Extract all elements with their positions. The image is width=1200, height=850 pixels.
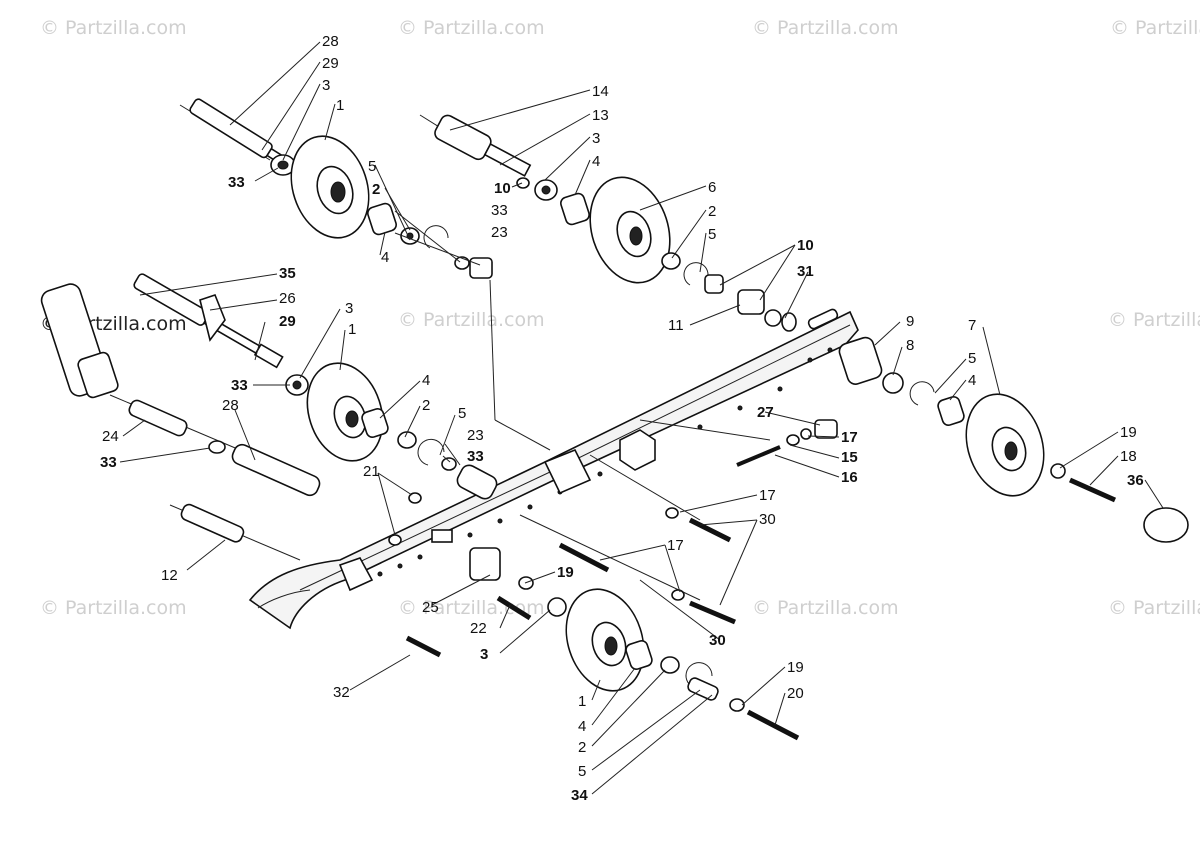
callout-label: 29 (322, 55, 339, 72)
callout-label: 26 (279, 290, 296, 307)
callout-label: 30 (709, 632, 726, 649)
callout-label: 3 (322, 77, 330, 94)
callout-label: 13 (592, 107, 609, 124)
watermark: © Partzilla.com (40, 597, 187, 619)
watermark: © Partzilla.com (1108, 309, 1200, 331)
callout-numbers: 28 29 3 1 33 14 13 3 4 10 5 2 33 23 4 6 … (100, 33, 1144, 804)
callout-label: 3 (345, 300, 353, 317)
callout-label: 21 (363, 463, 380, 480)
callout-label: 30 (759, 511, 776, 528)
callout-label: 4 (422, 372, 430, 389)
callout-label: 10 (797, 237, 814, 254)
callout-label: 16 (841, 469, 858, 486)
callout-label: 33 (467, 448, 484, 465)
callout-label: 33 (491, 202, 508, 219)
callout-label: 1 (336, 97, 344, 114)
watermark: © Partzilla.com (398, 17, 545, 39)
callout-label: 2 (578, 739, 586, 756)
callout-label: 33 (231, 377, 248, 394)
middle-wheel-assembly (133, 273, 498, 500)
spacers-and-fasteners (128, 399, 838, 658)
rear-idler-wheel-assembly (838, 336, 1189, 543)
callout-label: 22 (470, 620, 487, 637)
callout-label: 15 (841, 449, 858, 466)
callout-label: 32 (333, 684, 350, 701)
callout-label: 5 (578, 763, 586, 780)
callout-label: 29 (279, 313, 296, 330)
callout-label: 12 (161, 567, 178, 584)
callout-label: 1 (348, 321, 356, 338)
callout-label: 8 (906, 337, 914, 354)
callout-label: 5 (458, 405, 466, 422)
callout-leaders (119, 41, 1164, 795)
callout-label: 4 (968, 372, 976, 389)
callout-label: 3 (592, 130, 600, 147)
shock-absorber (40, 283, 119, 399)
callout-label: 5 (708, 226, 716, 243)
callout-label: 2 (422, 397, 430, 414)
callout-label: 31 (797, 263, 814, 280)
callout-label: 7 (968, 317, 976, 334)
upper-rear-wheel-assembly (434, 114, 797, 332)
watermark: © Partzilla.com (40, 17, 187, 39)
callout-label: 10 (494, 180, 511, 197)
callout-label: 4 (381, 249, 389, 266)
callout-label: 33 (228, 174, 245, 191)
callout-label: 34 (571, 787, 588, 804)
callout-label: 3 (480, 646, 488, 663)
upper-front-wheel-assembly (189, 98, 493, 279)
callout-label: 18 (1120, 448, 1137, 465)
callout-label: 17 (841, 429, 858, 446)
watermark: © Partzilla.com (398, 309, 545, 331)
callout-label: 19 (557, 564, 574, 581)
callout-label: 1 (578, 693, 586, 710)
watermark: © Partzilla.com (1110, 17, 1200, 39)
callout-label: 33 (100, 454, 117, 471)
callout-label: 5 (968, 350, 976, 367)
callout-label: 9 (906, 313, 914, 330)
callout-label: 4 (592, 153, 600, 170)
callout-label: 23 (491, 224, 508, 241)
callout-label: 2 (708, 203, 716, 220)
callout-label: 19 (787, 659, 804, 676)
callout-label: 17 (759, 487, 776, 504)
callout-label: 23 (467, 427, 484, 444)
callout-label: 25 (422, 599, 439, 616)
callout-label: 28 (322, 33, 339, 50)
callout-label: 4 (578, 718, 586, 735)
slide-rail-frame (248, 308, 859, 630)
watermark: © Partzilla.com (752, 597, 899, 619)
callout-label: 28 (222, 397, 239, 414)
callout-label: 6 (708, 179, 716, 196)
watermark: © Partzilla.com (1108, 597, 1200, 619)
callout-label: 36 (1127, 472, 1144, 489)
callout-label: 17 (667, 537, 684, 554)
callout-label: 11 (668, 317, 684, 334)
watermark: © Partzilla.com (752, 17, 899, 39)
callout-label: 27 (757, 404, 774, 421)
callout-label: 2 (372, 181, 380, 198)
callout-label: 19 (1120, 424, 1137, 441)
callout-label: 14 (592, 83, 609, 100)
lower-wheel-assembly (565, 588, 800, 741)
callout-label: 24 (102, 428, 119, 445)
callout-label: 5 (368, 158, 376, 175)
callout-label: 35 (279, 265, 296, 282)
callout-label: 20 (787, 685, 804, 702)
